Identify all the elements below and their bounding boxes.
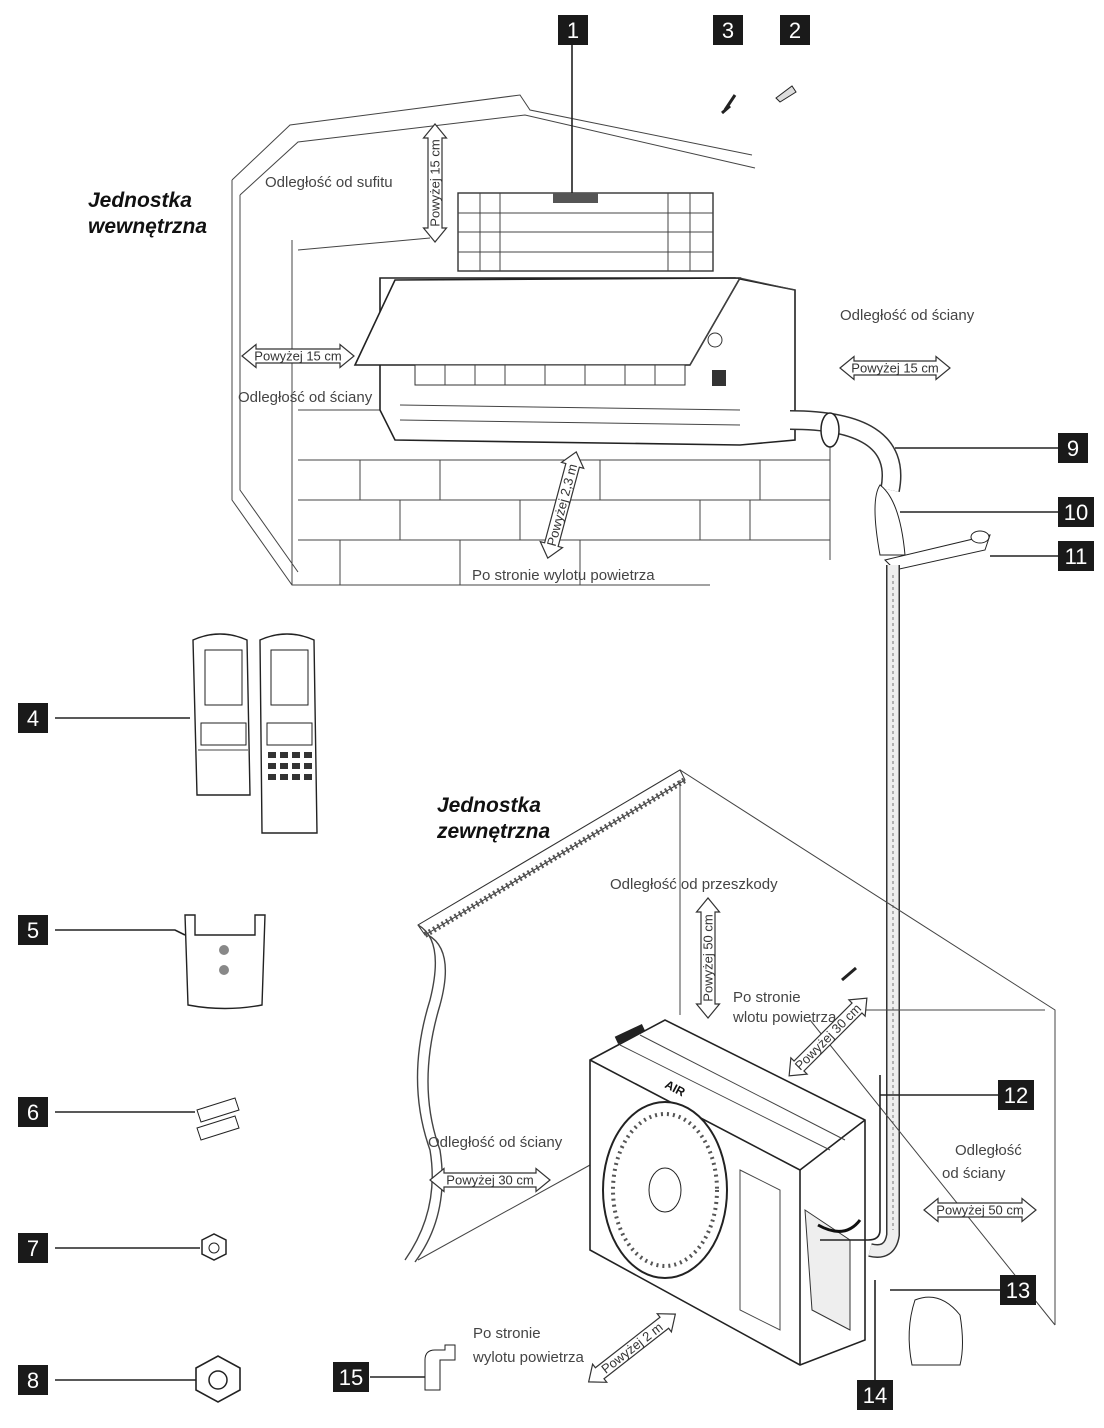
nut-small-icon [201,1233,227,1261]
arrow-inlet-shape [788,997,868,1077]
arrow-wall-left-outdoor: Powyżej 30 cm [429,1167,551,1193]
outdoor-unit: AIR [589,1019,866,1366]
svg-text:1: 1 [567,18,579,43]
callout-9: 9 [1058,433,1088,463]
leader-lines [55,45,1058,1381]
arrow-wall-left-indoor: Powyżej 15 cm [241,343,355,369]
label-wall-left-outdoor: Odległość od ściany [428,1134,563,1151]
svg-text:11: 11 [1065,544,1088,569]
screw-outdoor-icon [841,966,857,982]
remote-holder [184,914,266,1010]
arrow-wall-right-indoor-label: Powyżej 15 cm [851,360,938,375]
svg-text:4: 4 [27,706,39,731]
arrow-wall-left-indoor-shape [241,343,355,369]
callout-10: 10 [1058,497,1094,527]
outdoor-title-line1: Jednostka [437,794,541,817]
arrow-front-outdoor-shape [587,1313,677,1383]
label-wall-right-outdoor-line2: od ściany [942,1165,1006,1182]
svg-text:3: 3 [722,18,734,43]
arrow-wall-right-indoor-shape [839,355,951,381]
svg-text:13: 13 [1006,1278,1030,1303]
svg-text:8: 8 [27,1368,39,1393]
drain-elbow-icon [424,1344,456,1391]
svg-text:7: 7 [27,1236,39,1261]
callout-boxes: 1 2 3 4 5 6 7 8 9 10 11 12 13 14 15 [18,15,1094,1410]
remote-controls [192,633,318,834]
label-obstacle: Odległość od przeszkody [610,876,778,893]
arrow-ceiling-label: Powyżej 15 cm [427,139,442,226]
callout-5: 5 [18,915,48,945]
callout-11: 11 [1058,541,1094,571]
callout-13: 13 [1000,1275,1036,1305]
arrow-front-indoor-shape [539,450,585,560]
arrow-front-indoor-label: Powyżej 2,3 m [544,462,580,548]
label-air-inlet-line2: wlotu powietrza [732,1009,837,1026]
outdoor-title-line2: zewnętrzna [436,820,551,843]
arrow-wall-left-indoor-label: Powyżej 15 cm [254,348,341,363]
svg-text:12: 12 [1004,1083,1028,1108]
svg-text:10: 10 [1064,500,1088,525]
svg-text:9: 9 [1067,436,1079,461]
label-air-inlet-line1: Po stronie [733,989,801,1006]
label-air-outlet-outdoor-line1: Po stronie [473,1325,541,1342]
svg-text:2: 2 [789,18,801,43]
svg-text:15: 15 [339,1365,363,1390]
label-air-outlet-outdoor-line2: wylotu powietrza [472,1349,585,1366]
callout-12: 12 [998,1080,1034,1110]
label-wall-right-outdoor-line1: Odległość [955,1142,1022,1159]
label-wall-right-indoor: Odległość od ściany [840,307,975,324]
callout-7: 7 [18,1233,48,1263]
indoor-room-walls [231,94,831,586]
callout-14: 14 [857,1380,893,1410]
arrow-wall-right-outdoor: Powyżej 50 cm [923,1197,1037,1223]
arrow-obstacle: Powyżej 50 cm [695,897,721,1019]
arrow-ceiling: Powyżej 15 cm [422,123,448,243]
arrow-front-outdoor-label: Powyżej 2 m [598,1319,665,1376]
arrow-wall-left-outdoor-shape [429,1167,551,1193]
screw-icon [721,94,737,115]
callout-1: 1 [558,15,588,45]
callout-2: 2 [780,15,810,45]
indoor-title-line2: wewnętrzna [88,215,207,238]
callout-6: 6 [18,1097,48,1127]
arrow-obstacle-label: Powyżej 50 cm [700,914,715,1001]
indoor-title-line1: Jednostka [88,189,192,212]
callout-15: 15 [333,1362,369,1392]
arrow-obstacle-shape [695,897,721,1019]
batteries-icon [196,1097,240,1141]
callout-8: 8 [18,1365,48,1395]
arrow-wall-right-outdoor-shape [923,1197,1037,1223]
outdoor-walls [404,769,1056,1326]
label-wall-left-indoor: Odległość od ściany [238,389,373,406]
arrow-wall-left-outdoor-label: Powyżej 30 cm [446,1172,533,1187]
wall-plug-icon [775,85,797,103]
svg-text:5: 5 [27,918,39,943]
pipe-bundle [789,410,991,1258]
svg-text:6: 6 [27,1100,39,1125]
arrow-ceiling-shape [422,123,448,243]
callout-3: 3 [713,15,743,45]
svg-text:14: 14 [863,1383,887,1408]
arrow-wall-right-outdoor-label: Powyżej 50 cm [936,1202,1023,1217]
callout-4: 4 [18,703,48,733]
arrow-front-outdoor: Powyżej 2 m [587,1313,677,1383]
label-ceiling: Odległość od sufitu [265,174,393,191]
indoor-unit [353,277,796,446]
arrow-wall-right-indoor: Powyżej 15 cm [839,355,951,381]
mounting-plate [457,192,714,272]
drain-bag [908,1296,963,1366]
label-air-outlet-indoor: Po stronie wylotu powietrza [472,567,655,584]
nut-large-icon [195,1355,241,1403]
